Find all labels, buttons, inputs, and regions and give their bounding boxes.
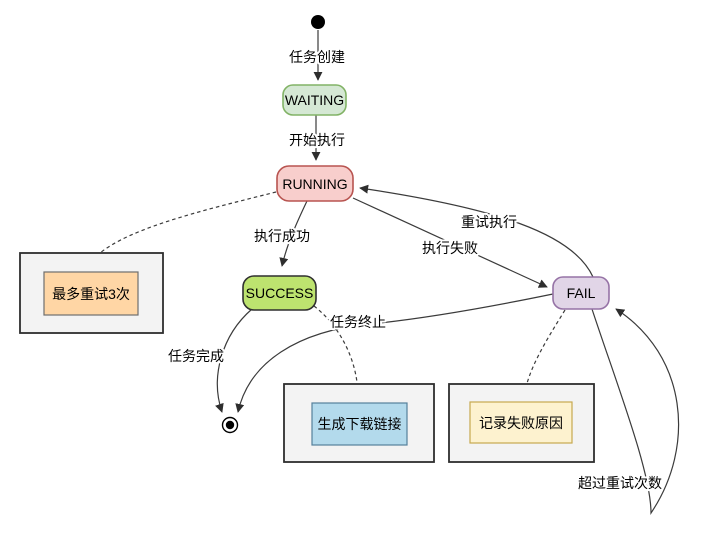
edge-task-done	[215, 308, 253, 413]
edge-label-task-create: 任务创建	[289, 49, 345, 65]
note-download-link-label: 生成下载链接	[318, 416, 402, 432]
edge-exec-success	[279, 200, 308, 267]
edge-label-task-done: 任务完成	[168, 348, 224, 364]
note-fail-reason: 记录失败原因	[448, 383, 595, 463]
edge-running-to-note	[90, 191, 277, 263]
note-max-retry-box	[43, 271, 139, 316]
note-download-link: 生成下载链接	[283, 383, 435, 463]
edge-retry	[359, 184, 594, 278]
note-fail-reason-box	[469, 401, 573, 444]
state-running: RUNNING	[276, 165, 354, 202]
final-state	[221, 416, 239, 434]
edge-exec-fail	[352, 197, 548, 288]
note-fail-reason-label: 记录失败原因	[479, 415, 563, 431]
edge-label-retry: 重试执行	[461, 214, 517, 230]
state-fail-label: FAIL	[567, 285, 596, 301]
state-success: SUCCESS	[242, 275, 317, 311]
note-max-retry-label: 最多重试3次	[52, 286, 130, 302]
edge-label-exec-fail: 执行失败	[422, 240, 478, 256]
state-fail: FAIL	[552, 276, 610, 310]
state-waiting-label: WAITING	[285, 92, 344, 108]
note-max-retry: 最多重试3次	[19, 252, 164, 334]
state-success-label: SUCCESS	[246, 285, 314, 301]
edge-label-retry-exceeded: 超过重试次数	[578, 475, 662, 491]
state-running-label: RUNNING	[282, 176, 347, 192]
edge-label-task-terminate: 任务终止	[330, 314, 386, 330]
state-success-box	[242, 275, 317, 311]
state-waiting: WAITING	[282, 84, 347, 116]
edge-task-terminate	[235, 293, 554, 413]
state-fail-box	[552, 276, 610, 310]
note-download-link-box	[311, 402, 408, 446]
edge-label-start-exec: 开始执行	[289, 132, 345, 148]
initial-state-dot	[311, 15, 325, 29]
state-running-box	[276, 165, 354, 202]
state-waiting-box	[282, 84, 347, 116]
edge-retry-exceeded-loop	[591, 308, 680, 515]
final-state-inner-dot	[225, 420, 235, 430]
edge-label-exec-success: 执行成功	[254, 228, 310, 244]
